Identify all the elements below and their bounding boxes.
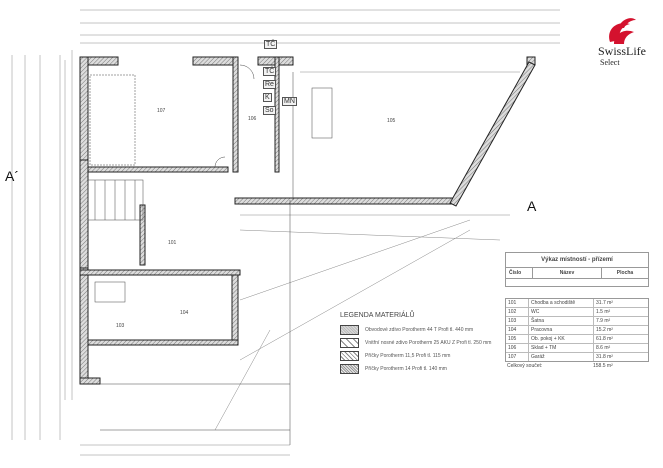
table-cell: 105 bbox=[506, 335, 529, 343]
swatch-icon bbox=[340, 337, 359, 348]
column-header: Název bbox=[533, 268, 602, 278]
room-label: 105 bbox=[387, 118, 396, 124]
table-cell: Pracovna bbox=[529, 326, 594, 334]
table-cell: 106 bbox=[506, 344, 529, 352]
table-cell: 31.8 m² bbox=[596, 354, 613, 360]
logo-name: SwissLife bbox=[598, 44, 646, 58]
table-cell: WC bbox=[529, 308, 594, 316]
dimension-lines bbox=[11, 9, 560, 456]
table-cell: 61.8 m² bbox=[596, 336, 613, 342]
table-total: Celkový součet: 158.5 m² bbox=[505, 362, 649, 370]
total-label: Celkový součet: bbox=[507, 363, 543, 369]
legend-item: Příčky Porotherm 14 Profi tl. 140 mm bbox=[340, 362, 491, 375]
kitchen-label: TČ bbox=[263, 67, 277, 76]
total-value: 158.5 m² bbox=[593, 363, 613, 369]
table-cell: Šatna bbox=[529, 317, 594, 325]
table-cell: Chodba a schodiště bbox=[529, 299, 594, 307]
walls bbox=[79, 56, 536, 385]
table-cell: Ob. pokoj + KK bbox=[529, 335, 594, 343]
table-title: Výkaz místností - přízemí bbox=[506, 253, 648, 268]
table-cell: 31.7 m² bbox=[596, 300, 613, 306]
table-cell: 103 bbox=[506, 317, 529, 325]
room-label: 107 bbox=[157, 108, 166, 114]
kitchen-label: Re bbox=[263, 80, 276, 89]
legend-title: LEGENDA MATERIÁLŮ bbox=[340, 312, 415, 319]
table-cell: 107 bbox=[506, 353, 529, 361]
table-cell: 15.2 m² bbox=[596, 327, 613, 333]
section-marker-right: A bbox=[527, 198, 537, 214]
legend-label: Obvodové zdivo Porotherm 44 T Profi tl. … bbox=[365, 326, 474, 333]
kitchen-label: So bbox=[263, 106, 276, 115]
room-label: 104 bbox=[180, 310, 189, 316]
legend-label: Příčky Porotherm 14 Profi tl. 140 mm bbox=[365, 365, 447, 372]
swatch-icon bbox=[340, 350, 359, 361]
section-marker-left: A´ bbox=[5, 168, 19, 184]
table-cell: 7.9 m² bbox=[596, 318, 611, 324]
room-label: 103 bbox=[116, 323, 125, 329]
kitchen-label: MN bbox=[282, 97, 297, 106]
room-label: 106 bbox=[248, 116, 257, 122]
table-cell: Garáž bbox=[529, 353, 594, 361]
table-cell: 104 bbox=[506, 326, 529, 334]
kitchen-label: K bbox=[263, 93, 272, 102]
column-header: Plocha bbox=[616, 270, 634, 276]
column-header: Číslo bbox=[506, 268, 533, 278]
logo-subtitle: Select bbox=[600, 58, 620, 67]
table-cell: 8.6 m² bbox=[596, 345, 611, 351]
legend-item: Obvodové zdivo Porotherm 44 T Profi tl. … bbox=[340, 323, 491, 336]
room-schedule-table: Výkaz místností - přízemí Číslo Název Pl… bbox=[505, 252, 649, 370]
table-cell: Sklad + TM bbox=[529, 344, 594, 352]
kitchen-label: TČ bbox=[264, 40, 278, 49]
legend-item: Příčky Porotherm 11,5 Profi tl. 115 mm bbox=[340, 349, 491, 362]
legend-label: Příčky Porotherm 11,5 Profi tl. 115 mm bbox=[365, 352, 451, 359]
swatch-icon bbox=[340, 324, 359, 335]
materials-legend: LEGENDA MATERIÁLŮ Obvodové zdivo Porothe… bbox=[340, 312, 491, 375]
room-label: 101 bbox=[168, 240, 177, 246]
legend-label: Vnitřní nosné zdivo Porotherm 25 AKU Z P… bbox=[365, 339, 492, 346]
table-cell: 1.5 m² bbox=[596, 309, 611, 315]
legend-item: Vnitřní nosné zdivo Porotherm 25 AKU Z P… bbox=[340, 336, 491, 349]
interior-lines bbox=[87, 64, 333, 445]
table-cell: 102 bbox=[506, 308, 529, 316]
swatch-icon bbox=[340, 363, 359, 374]
table-cell: 101 bbox=[506, 299, 529, 307]
swisslife-logo bbox=[609, 18, 636, 44]
